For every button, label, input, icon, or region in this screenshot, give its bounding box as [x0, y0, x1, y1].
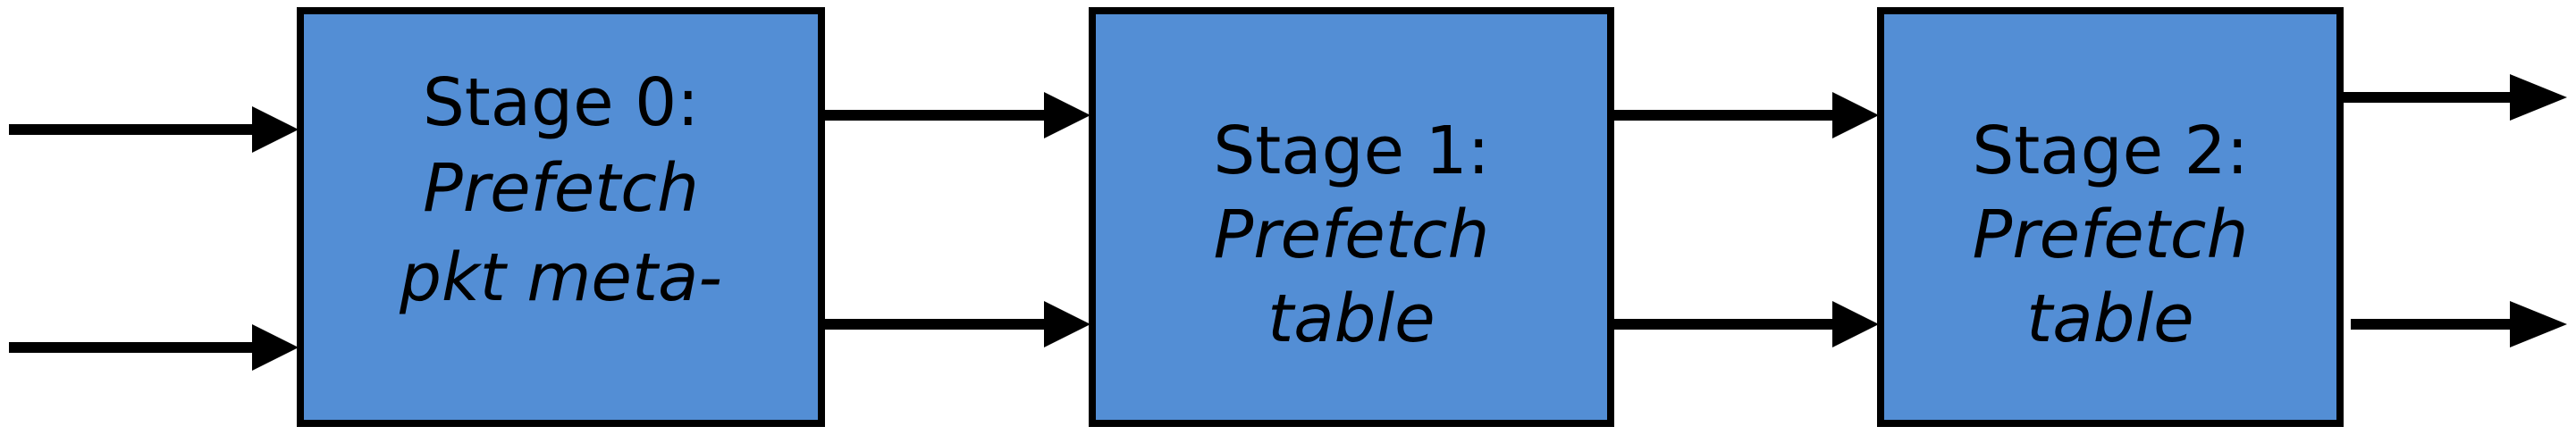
stage-1-title: Stage 1: — [1213, 113, 1490, 189]
stage-box-2[interactable]: Stage 2: Prefetch table — [1877, 7, 2344, 427]
arrow-stage1-stage2-bottom — [1611, 301, 1879, 347]
arrow-in-top — [9, 106, 299, 153]
arrow-stage0-stage1-bottom — [821, 301, 1090, 347]
arrow-out-bottom — [2351, 301, 2567, 347]
arrow-stage1-stage2-top — [1611, 92, 1879, 138]
stage-box-0[interactable]: Stage 0: Prefetch pkt meta- — [297, 7, 825, 427]
stage-2-subtitle-line-2: table — [2026, 280, 2194, 357]
stage-0-title: Stage 0: — [422, 64, 700, 141]
stage-0-subtitle-line-1: Prefetch — [423, 150, 699, 227]
stage-box-1[interactable]: Stage 1: Prefetch table — [1089, 7, 1614, 427]
stage-2-subtitle-line-1: Prefetch — [1972, 197, 2249, 273]
stage-1-subtitle-line-1: Prefetch — [1213, 197, 1490, 273]
arrow-stage0-stage1-top — [821, 92, 1090, 138]
arrow-out-top — [2340, 74, 2567, 121]
stage-1-subtitle-line-2: table — [1267, 280, 1435, 357]
stage-2-title: Stage 2: — [1972, 113, 2249, 189]
stage-0-subtitle-line-2: pkt meta- — [399, 239, 723, 316]
arrow-in-bottom — [9, 324, 299, 371]
